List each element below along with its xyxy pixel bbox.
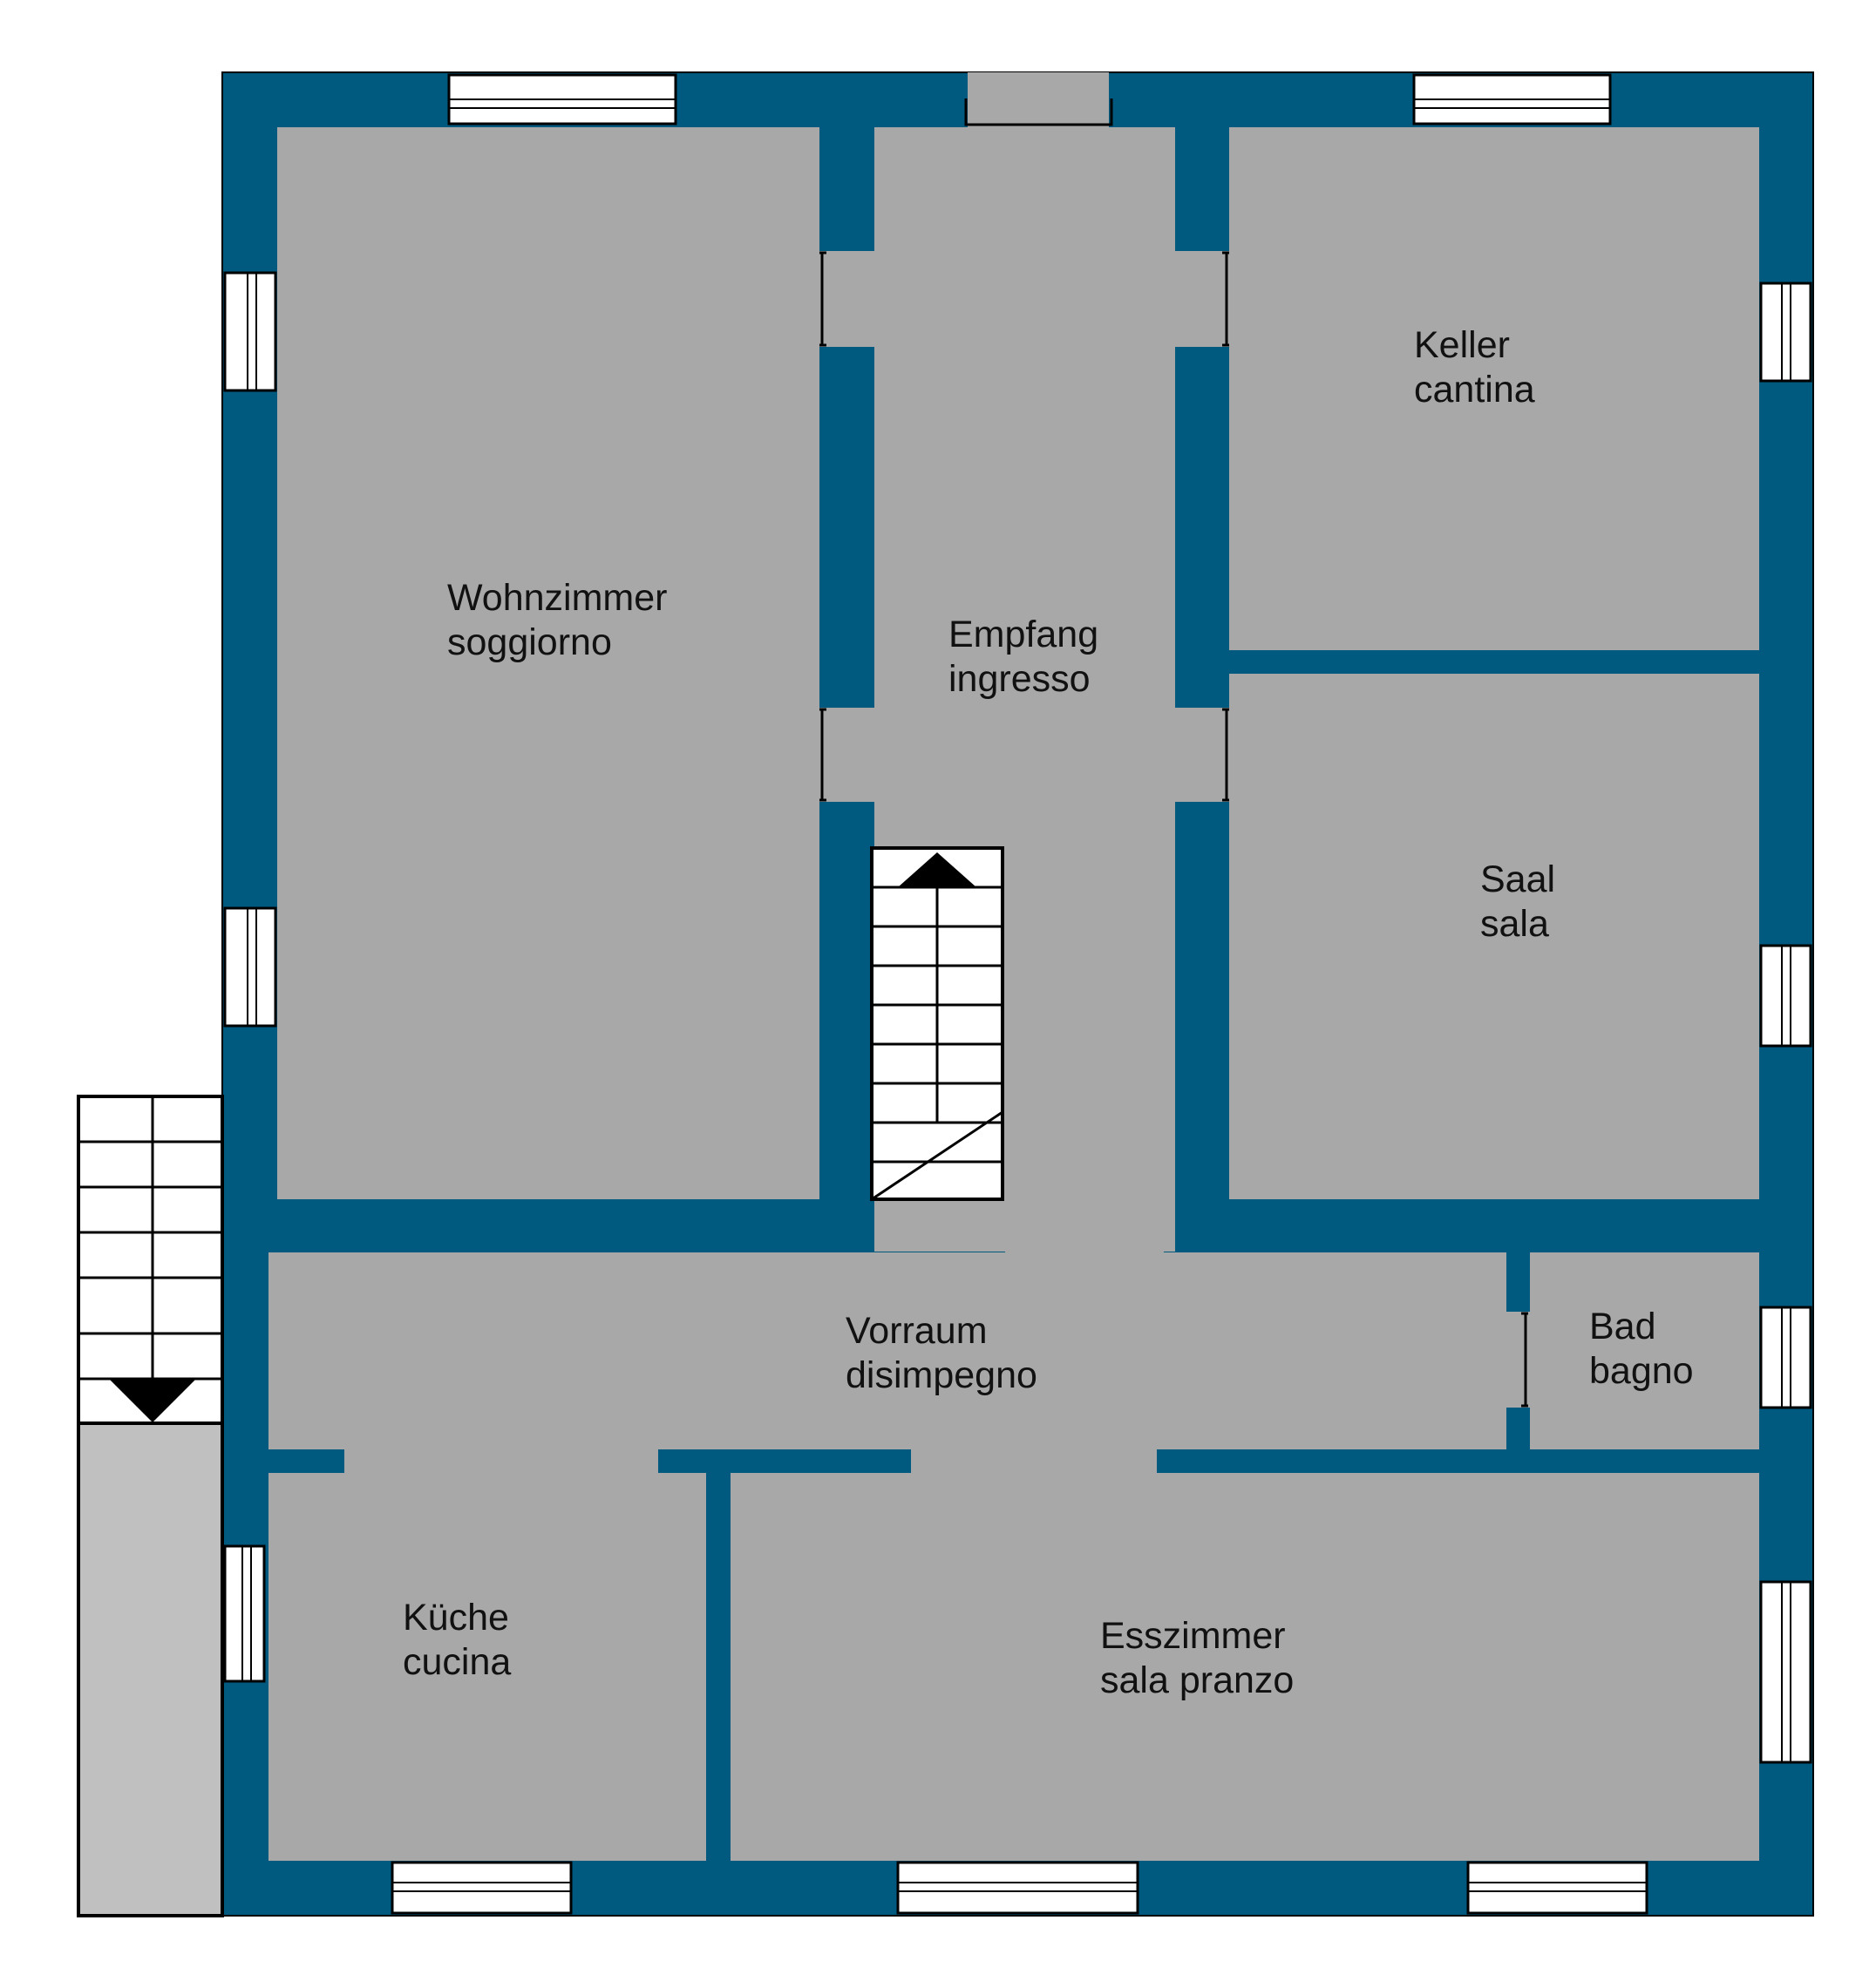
room-labels: Wohnzimmer soggiorno Empfang ingresso Ke… [403,324,1694,1701]
window [1759,944,1812,1048]
room-label-vorraum: Vorraum disimpegno [846,1310,1037,1396]
door-opening [344,1449,658,1473]
vorraum-floor-2 [1005,1199,1164,1253]
door-frames [819,98,1528,1408]
terrace [77,1422,224,1917]
room-name-de: Keller [1414,324,1510,366]
room-label-bad: Bad bagno [1589,1306,1694,1392]
stair-block [77,1095,224,1425]
room-label-saal: Saal sala [1480,858,1566,945]
door-opening [819,708,874,802]
exterior-stairs [77,1095,224,1425]
esszimmer-floor [731,1473,1759,1861]
window [1466,1861,1648,1915]
keller-floor [1229,127,1759,650]
room-name-de: Vorraum [846,1310,988,1352]
stair-down-arrow [109,1379,196,1422]
window [896,1861,1139,1915]
window [223,1544,266,1683]
room-name-de: Saal [1480,858,1555,900]
room-name-de: Küche [403,1597,509,1639]
window [223,271,277,392]
window [391,1861,573,1915]
room-name-de: Wohnzimmer [447,577,667,619]
door-opening [911,1449,1157,1473]
stair-up-arrow [898,852,976,887]
wohnzimmer-floor [277,127,819,1199]
stair-steps [871,886,1003,1201]
room-name-de: Bad [1589,1306,1656,1347]
room-name-it: soggiorno [447,621,612,663]
room-label-esszimmer: Esszimmer sala pranzo [1100,1615,1296,1701]
room-name-it: ingresso [948,658,1091,700]
room-name-it: sala pranzo [1100,1659,1294,1701]
room-name-it: sala [1480,903,1549,945]
window [1759,1580,1812,1764]
door-opening [1175,708,1229,802]
room-label-kueche: Küche cucina [403,1597,520,1683]
room-floors [268,72,1759,1861]
interior-stairs [870,846,1004,1201]
room-name-de: Esszimmer [1100,1615,1286,1657]
window [1759,1306,1812,1409]
room-label-wohnzimmer: Wohnzimmer soggiorno [447,577,677,663]
window-sills [241,98,1791,1892]
door-opening [1175,251,1229,347]
kueche-floor [268,1473,706,1861]
window [1759,282,1812,383]
room-name-it: disimpegno [846,1354,1037,1396]
door-opening [968,72,1109,127]
vorraum-floor [268,1252,1506,1449]
bad-floor [1530,1252,1759,1449]
room-name-it: cantina [1414,369,1535,411]
door-opening [819,251,874,347]
room-name-de: Empfang [948,614,1098,655]
room-name-it: bagno [1589,1350,1694,1392]
window [223,906,277,1028]
room-label-empfang: Empfang ingresso [948,614,1109,700]
room-label-keller: Keller cantina [1414,324,1535,411]
room-name-it: cucina [403,1641,511,1683]
saal-floor [1229,674,1759,1199]
